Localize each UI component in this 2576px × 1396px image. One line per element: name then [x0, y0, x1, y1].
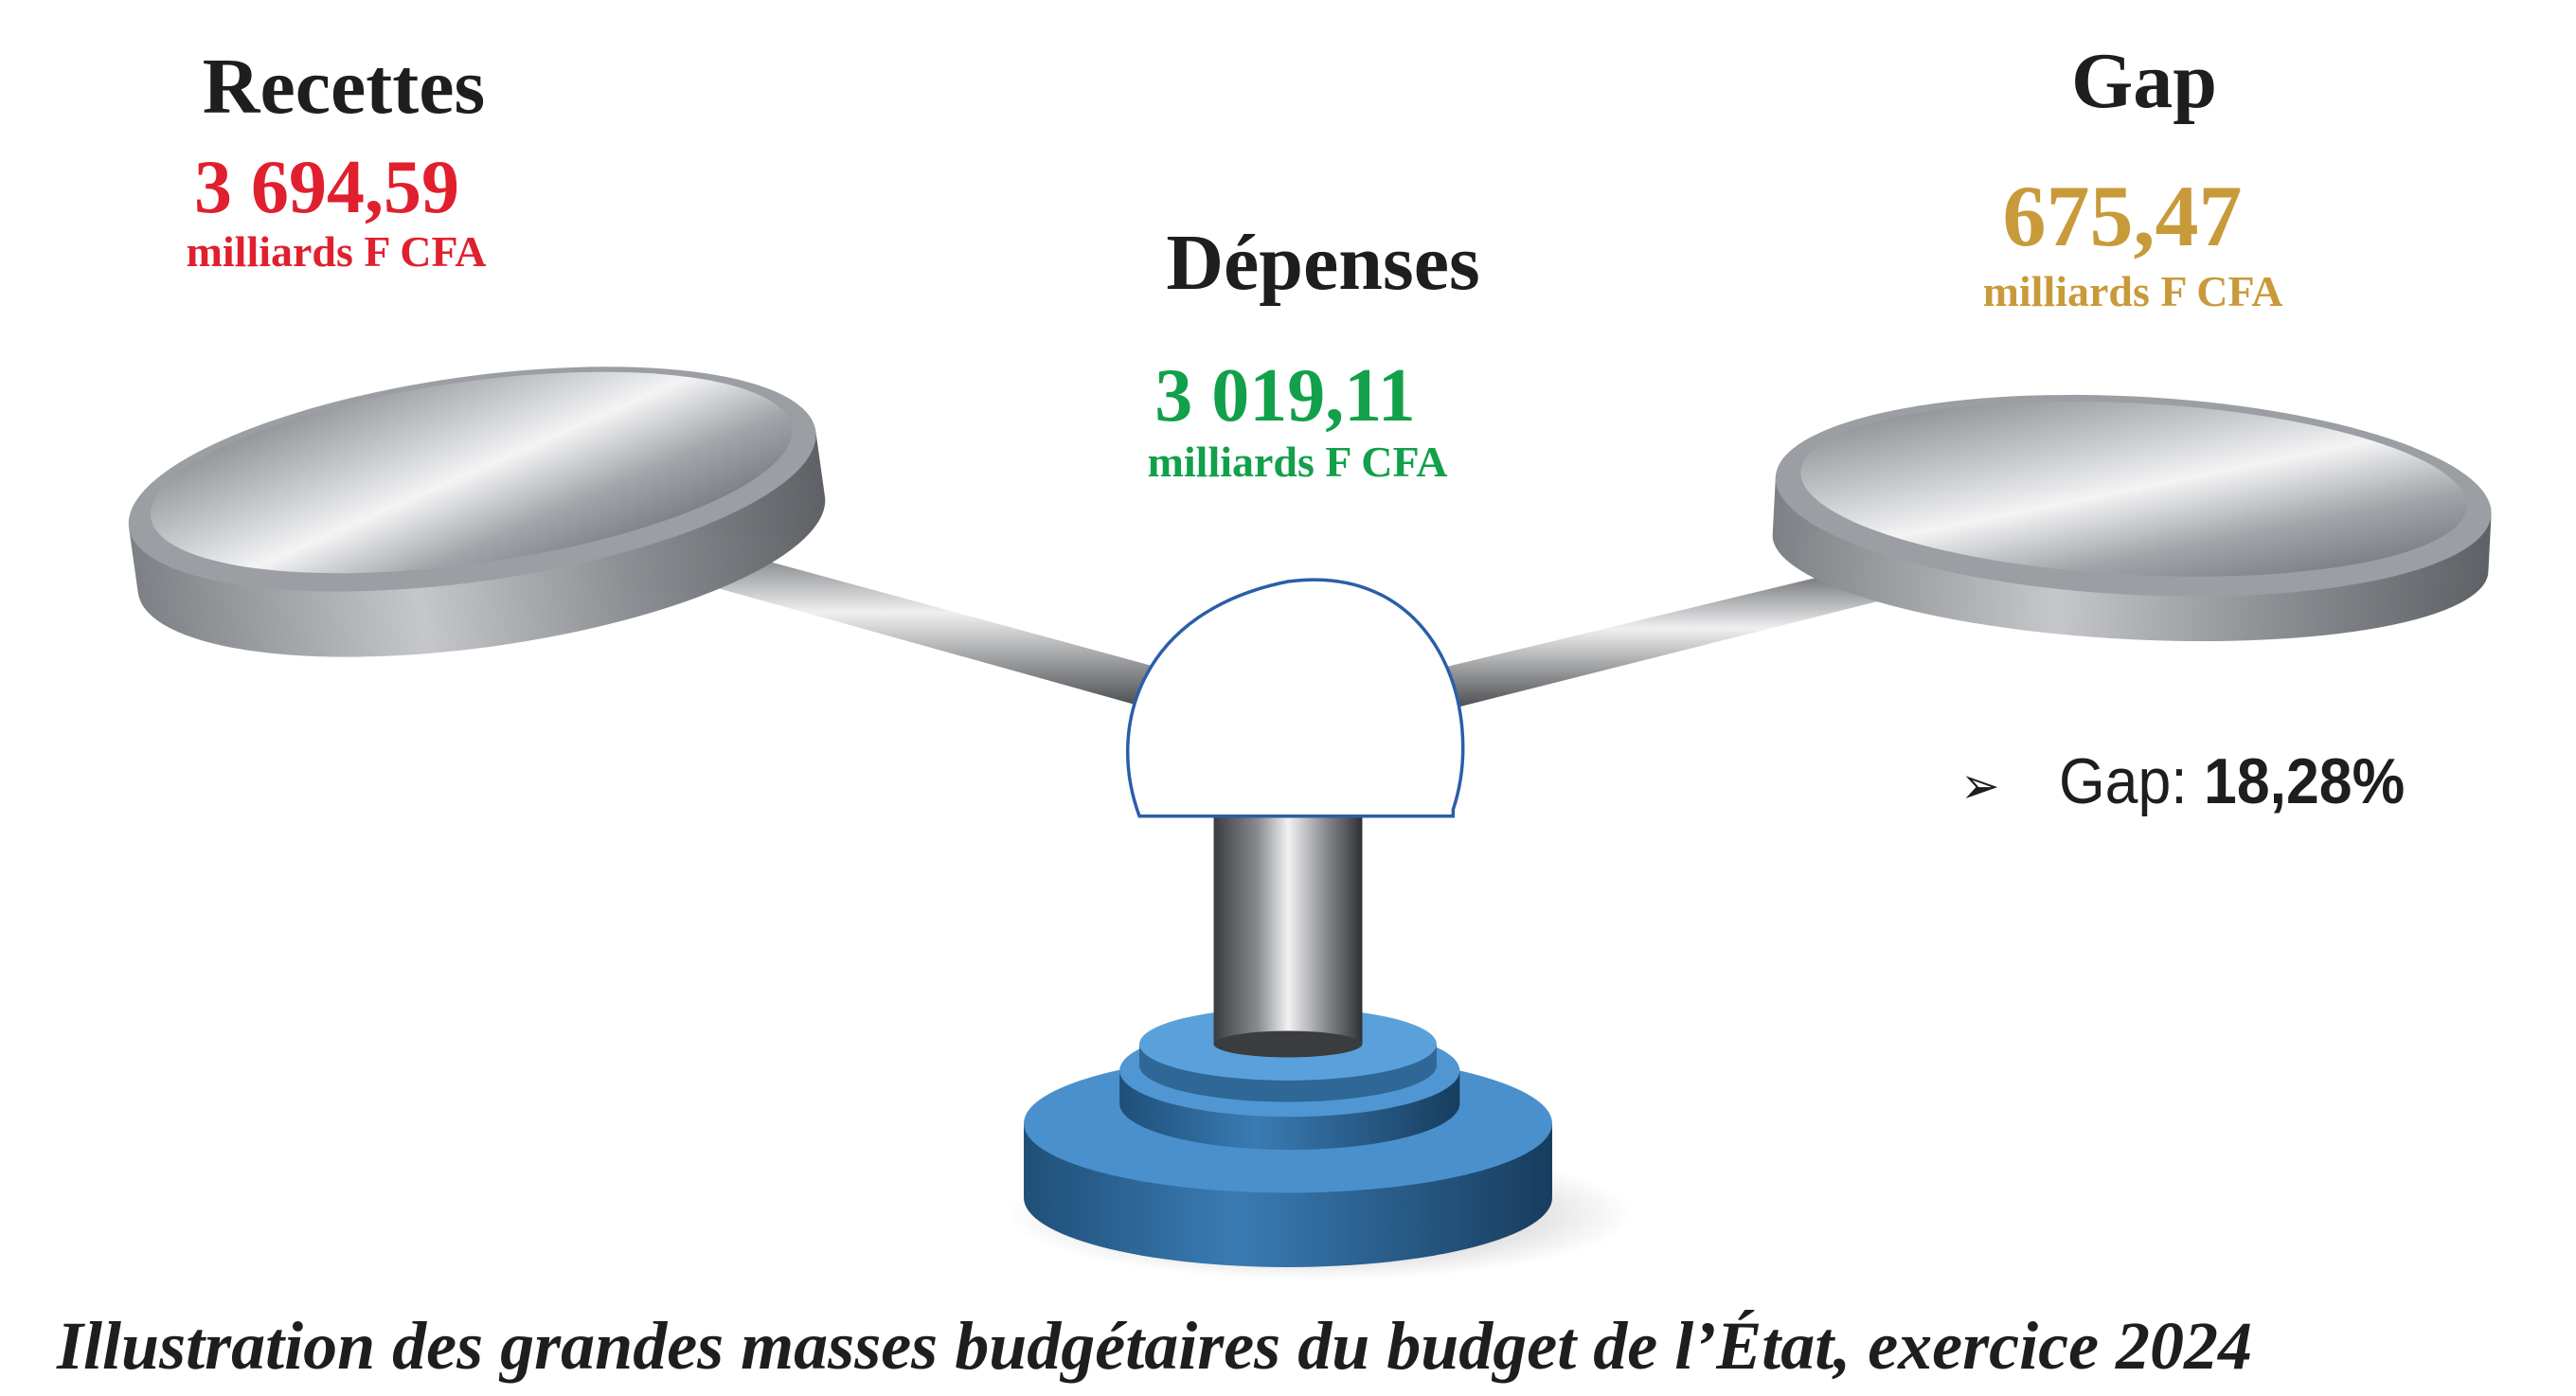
- right-arm: [1436, 562, 1891, 711]
- depenses-value: 3 019,11: [1154, 354, 1416, 438]
- recettes-value: 3 694,59: [194, 146, 459, 229]
- center-dome: [1126, 578, 1465, 818]
- gap-note-label: Gap:: [2059, 745, 2188, 817]
- gap-value: 675,47: [2002, 168, 2243, 264]
- pole: [1213, 809, 1363, 1058]
- arrow-bullet-icon: ➢: [1960, 756, 2000, 815]
- gap-unit: milliards F CFA: [1982, 267, 2283, 315]
- recettes-unit: milliards F CFA: [186, 227, 487, 276]
- left-arm: [652, 531, 1165, 711]
- recettes-plate: [128, 367, 826, 657]
- gap-title: Gap: [2070, 37, 2218, 125]
- figure-caption: Illustration des grandes masses budgétai…: [57, 1308, 2253, 1384]
- gap-percentage-note: ➢ Gap: 18,28%: [1960, 744, 2405, 818]
- depenses-title: Dépenses: [1166, 219, 1480, 307]
- gap-note-value: 18,28%: [2204, 745, 2406, 817]
- depenses-unit: milliards F CFA: [1147, 438, 1448, 486]
- recettes-title: Recettes: [202, 43, 486, 131]
- gap-plate: [1772, 394, 2492, 642]
